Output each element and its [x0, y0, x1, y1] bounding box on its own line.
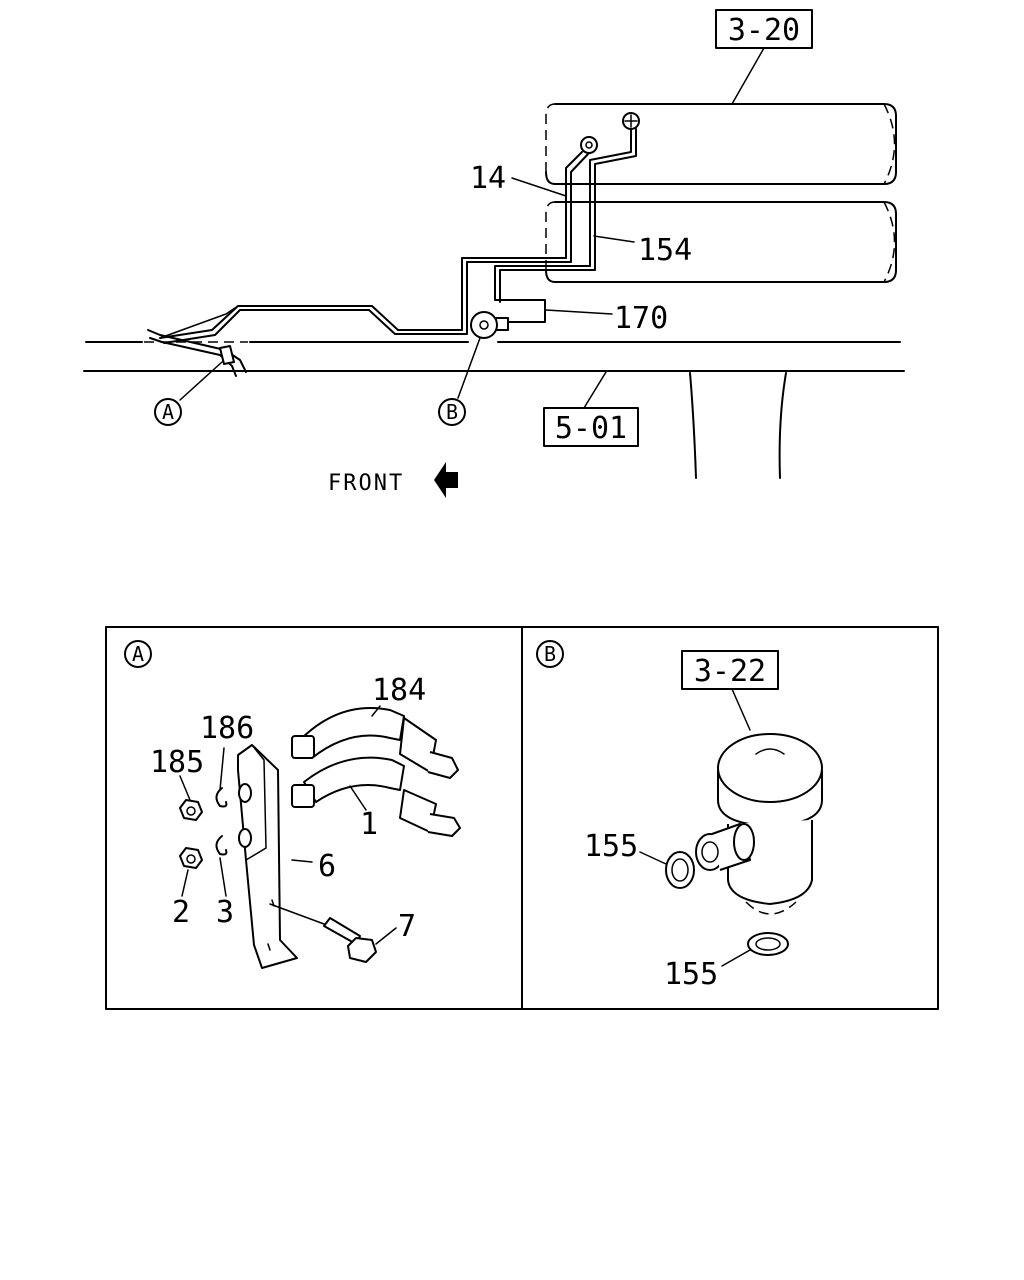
part-155-label-bottom[interactable]: 155 [664, 957, 718, 992]
tank-fitting-left [580, 136, 598, 154]
part-155-label-top[interactable]: 155 [584, 829, 638, 864]
air-tank-lower [545, 201, 897, 283]
reference-box-5-01[interactable]: 5-01 [543, 407, 639, 447]
air-tank-upper [545, 103, 897, 185]
washer-186[interactable] [215, 787, 228, 808]
bolt-7[interactable] [269, 903, 377, 963]
drain-valve[interactable] [470, 311, 498, 339]
detail-a: A [124, 640, 461, 969]
part-3-label[interactable]: 3 [216, 895, 234, 930]
nut-2[interactable] [179, 847, 203, 869]
detail-a-marker-label: A [132, 642, 144, 666]
drain-valve-body[interactable] [695, 733, 823, 915]
leader-5-01 [583, 371, 607, 409]
part-170-label[interactable]: 170 [614, 301, 668, 336]
reference-box-3-22[interactable]: 3-22 [681, 650, 779, 690]
detail-panels: A [105, 626, 939, 1010]
part-186-label[interactable]: 186 [200, 711, 254, 746]
pipe-154[interactable] [494, 128, 637, 303]
part-7-label[interactable]: 7 [398, 909, 416, 944]
front-arrow-icon [434, 462, 458, 498]
part-2-label[interactable]: 2 [172, 895, 190, 930]
callout-a[interactable]: A [154, 361, 223, 426]
pipe-14[interactable] [159, 151, 590, 344]
reference-box-3-20[interactable]: 3-20 [715, 9, 813, 49]
reference-5-01-label: 5-01 [555, 411, 627, 446]
leader-14 [511, 177, 567, 197]
pipe-170[interactable] [495, 299, 546, 331]
overview-assembly: 3-20 [83, 9, 905, 498]
hose-184[interactable] [291, 707, 459, 779]
part-14-label[interactable]: 14 [470, 161, 506, 196]
cross-member [689, 372, 787, 479]
o-ring-155-bottom[interactable] [747, 932, 789, 956]
callout-b[interactable]: B [438, 337, 481, 426]
reference-3-22-label: 3-22 [694, 654, 766, 689]
reference-3-20-label: 3-20 [728, 13, 800, 48]
washer-3[interactable] [215, 835, 228, 856]
nut-185[interactable] [179, 799, 203, 821]
part-6-label[interactable]: 6 [318, 849, 336, 884]
callout-b-label: B [446, 400, 458, 424]
part-1-label[interactable]: 1 [360, 807, 378, 842]
frame-rail [83, 341, 905, 372]
part-154-label[interactable]: 154 [638, 233, 692, 268]
leader-170 [545, 309, 613, 315]
front-label: FRONT [328, 471, 404, 496]
bracket-6[interactable] [237, 744, 298, 969]
part-185-label[interactable]: 185 [150, 745, 204, 780]
detail-b-marker: B [536, 640, 564, 668]
detail-b-marker-label: B [544, 642, 556, 666]
leader-154 [593, 235, 635, 243]
part-184-label[interactable]: 184 [372, 673, 426, 708]
detail-a-marker: A [124, 640, 152, 668]
hose-1[interactable] [291, 756, 461, 837]
detail-b: B 3-22 [536, 640, 823, 992]
callout-a-label: A [162, 400, 174, 424]
hose-bundle-a[interactable] [147, 305, 247, 377]
o-ring-155-side[interactable] [665, 851, 695, 889]
leader-3-20 [731, 47, 765, 105]
